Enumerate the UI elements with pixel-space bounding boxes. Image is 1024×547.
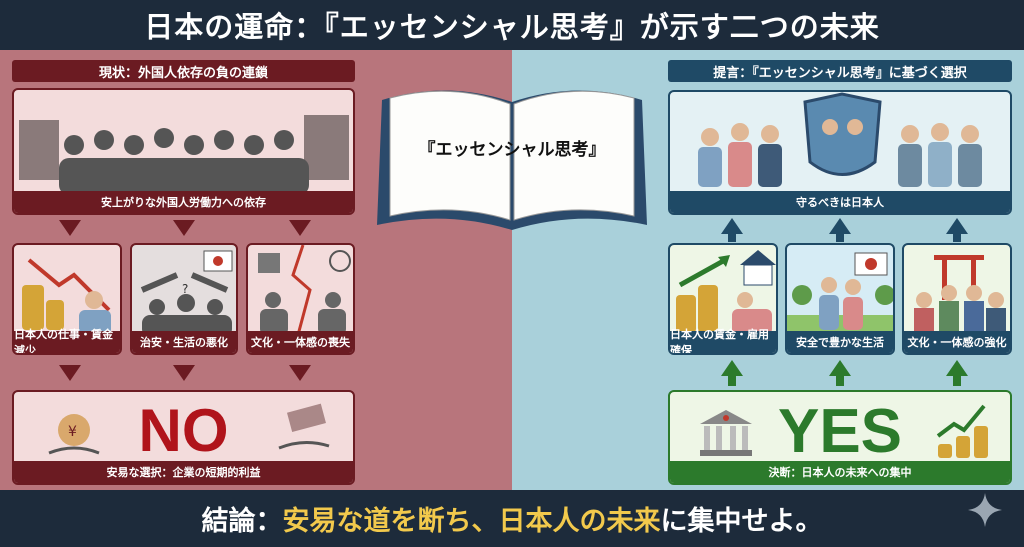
yes-label: YES xyxy=(777,397,903,466)
right-section-label: 提言：『エッセンシャル思考』に基づく選択 xyxy=(668,60,1012,82)
arrow-down-icon xyxy=(59,220,81,236)
left-section-label: 現状：外国人依存の負の連鎖 xyxy=(12,60,355,82)
arrow-up-icon xyxy=(829,218,851,242)
effect-caption: 文化・一体感の喪失 xyxy=(248,331,353,353)
benefit-card: 安全で豊かな生活 xyxy=(785,243,895,355)
cash-hand-icon xyxy=(278,403,330,450)
benefit-caption: 安全で豊かな生活 xyxy=(787,331,893,353)
effect-card: 文化・一体感の喪失 xyxy=(246,243,355,355)
arrow-up-icon xyxy=(721,360,743,386)
effect-card: 日本人の仕事・賃金減少 xyxy=(12,243,122,355)
essentialism-book: 『エッセンシャル思考』 xyxy=(372,80,652,235)
open-book-icon xyxy=(377,90,647,230)
conclusion-prefix: 結論： xyxy=(201,506,283,537)
yes-decision-card: YES 決断：日本人の未来への集中 xyxy=(668,390,1012,485)
protect-japanese-illustration: 守るべきは日本人 xyxy=(668,90,1012,215)
arrow-down-icon xyxy=(173,220,195,236)
svg-text:?: ? xyxy=(182,282,188,296)
svg-text:¥: ¥ xyxy=(68,424,77,440)
safe-family-icon xyxy=(787,252,893,335)
rising-wages-icon xyxy=(676,250,776,335)
arrow-down-icon xyxy=(59,365,81,381)
effect-card: ? 治安・生活の悪化 xyxy=(130,243,238,355)
falling-wages-icon xyxy=(22,258,111,335)
yes-caption: 決断：日本人の未来への集中 xyxy=(670,461,1010,483)
no-decision-card: ¥ NO 安易な選択：企業の短期的利益 xyxy=(12,390,355,485)
dependency-illustration: 安上がりな外国人労働力への依存 xyxy=(12,88,355,215)
effect-caption: 治安・生活の悪化 xyxy=(132,331,236,353)
no-label: NO xyxy=(138,397,229,464)
growth-coins-icon xyxy=(936,404,988,458)
conclusion-suffix: に集中せよ。 xyxy=(660,506,823,537)
conclusion-highlight-1: 安易な道を断ち、 xyxy=(282,506,499,537)
book-title: 『エッセンシャル思考』 xyxy=(418,140,606,160)
arrow-down-icon xyxy=(289,220,311,236)
benefit-card: 日本人の賃金・雇用確保 xyxy=(668,243,778,355)
benefit-card: 文化・一体感の強化 xyxy=(902,243,1012,355)
protect-caption: 守るべきは日本人 xyxy=(670,191,1010,213)
government-building-icon xyxy=(700,410,752,456)
page-title: 日本の運命：『エッセンシャル思考』が示す二つの未来 xyxy=(0,0,1024,50)
festival-icon xyxy=(914,255,1006,335)
broken-chain-icon: ? xyxy=(140,250,233,337)
arrow-up-icon xyxy=(946,218,968,242)
crowd-factory-icon xyxy=(19,115,349,195)
arrow-down-icon xyxy=(289,365,311,381)
money-bag-hand-icon: ¥ xyxy=(48,414,100,455)
benefit-caption: 文化・一体感の強化 xyxy=(904,331,1010,353)
arrow-up-icon xyxy=(946,360,968,386)
cultural-rift-icon xyxy=(258,245,351,336)
sparkle-icon xyxy=(968,493,1002,527)
effect-caption: 日本人の仕事・賃金減少 xyxy=(14,328,120,353)
conclusion-highlight-2: 日本人の未来 xyxy=(498,506,661,537)
arrow-up-icon xyxy=(829,360,851,386)
arrow-up-icon xyxy=(721,218,743,242)
no-caption: 安易な選択：企業の短期的利益 xyxy=(14,461,353,483)
benefit-caption: 日本人の賃金・雇用確保 xyxy=(670,328,776,353)
dependency-caption: 安上がりな外国人労働力への依存 xyxy=(14,191,353,213)
arrow-down-icon xyxy=(173,365,195,381)
conclusion-bar: 結論：安易な道を断ち、日本人の未来に集中せよ。 xyxy=(0,490,1024,547)
families-shield-icon xyxy=(698,92,982,187)
